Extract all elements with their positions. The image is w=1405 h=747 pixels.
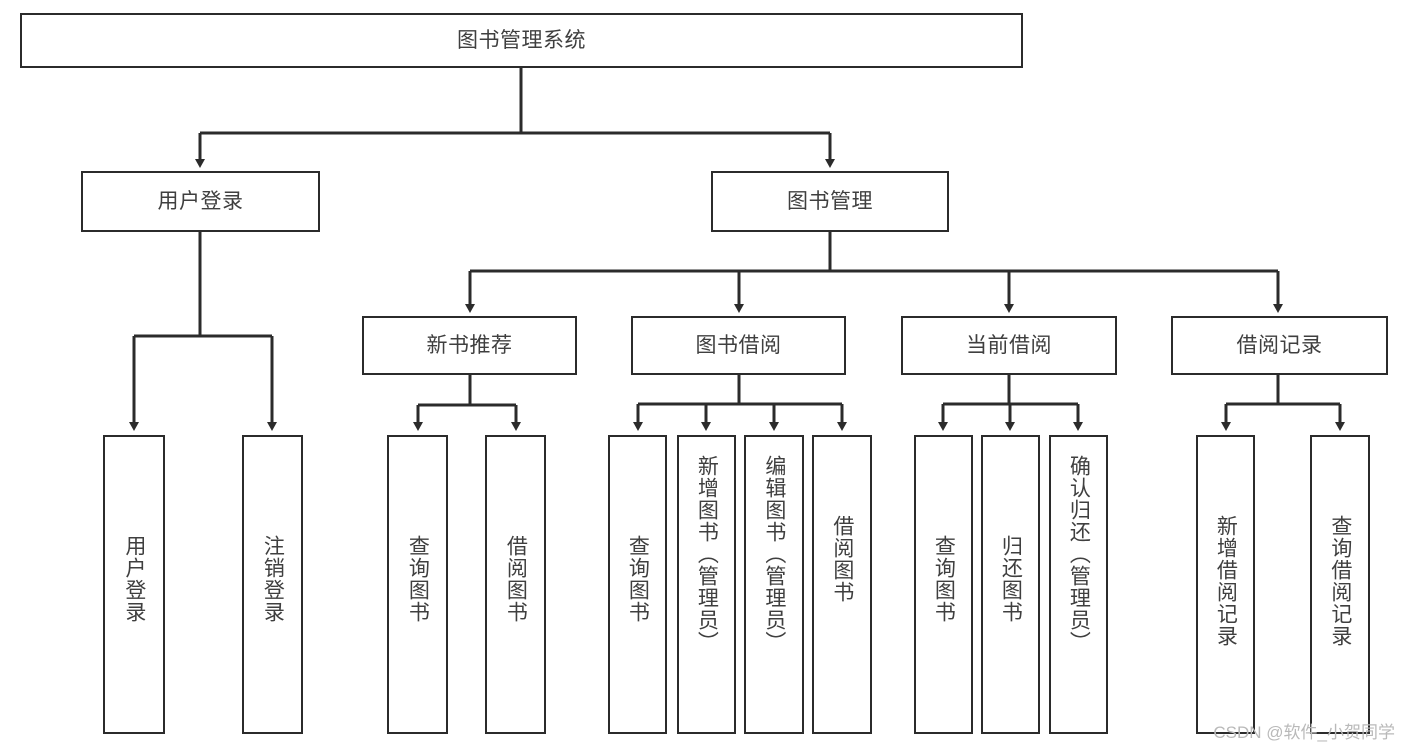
node-leaf-query-book-3[interactable]: 查询图书 bbox=[914, 435, 973, 734]
node-book-manage-label: 图书管理 bbox=[787, 189, 873, 213]
node-book-borrow-label: 图书借阅 bbox=[695, 333, 782, 357]
node-leaf-query-borrow-record-label: 查询借阅记录 bbox=[1328, 515, 1352, 647]
node-leaf-return-book-label: 归还图书 bbox=[999, 535, 1023, 623]
node-leaf-confirm-return[interactable]: 确认归还（管理员） bbox=[1049, 435, 1108, 734]
node-leaf-borrow-book-2[interactable]: 借阅图书 bbox=[812, 435, 872, 734]
node-leaf-return-book[interactable]: 归还图书 bbox=[981, 435, 1040, 734]
node-leaf-edit-book-label: 编辑图书（管理员） bbox=[762, 455, 786, 653]
node-borrow-record-label: 借阅记录 bbox=[1236, 333, 1323, 357]
node-leaf-query-book-3-label: 查询图书 bbox=[932, 535, 956, 623]
node-current-borrow[interactable]: 当前借阅 bbox=[901, 316, 1117, 375]
node-leaf-confirm-return-label: 确认归还（管理员） bbox=[1067, 455, 1091, 653]
node-leaf-logout-label: 注销登录 bbox=[261, 535, 285, 623]
node-leaf-add-book[interactable]: 新增图书（管理员） bbox=[677, 435, 736, 734]
node-leaf-user-login-label: 用户登录 bbox=[122, 535, 146, 623]
node-leaf-query-book-2[interactable]: 查询图书 bbox=[608, 435, 667, 734]
node-leaf-query-book-2-label: 查询图书 bbox=[626, 535, 650, 623]
node-user-login-label: 用户登录 bbox=[157, 189, 244, 213]
node-leaf-query-book-1-label: 查询图书 bbox=[406, 535, 430, 623]
node-leaf-borrow-book-1-label: 借阅图书 bbox=[504, 535, 528, 623]
node-leaf-user-login[interactable]: 用户登录 bbox=[103, 435, 165, 734]
node-book-borrow[interactable]: 图书借阅 bbox=[631, 316, 846, 375]
node-book-manage[interactable]: 图书管理 bbox=[711, 171, 949, 232]
node-leaf-query-borrow-record[interactable]: 查询借阅记录 bbox=[1310, 435, 1370, 734]
node-borrow-record[interactable]: 借阅记录 bbox=[1171, 316, 1388, 375]
node-leaf-logout[interactable]: 注销登录 bbox=[242, 435, 303, 734]
node-root-label: 图书管理系统 bbox=[457, 28, 586, 52]
node-leaf-add-borrow-record-label: 新增借阅记录 bbox=[1214, 515, 1238, 647]
node-current-borrow-label: 当前借阅 bbox=[966, 333, 1052, 357]
node-new-book-recommend[interactable]: 新书推荐 bbox=[362, 316, 577, 375]
node-leaf-borrow-book-1[interactable]: 借阅图书 bbox=[485, 435, 546, 734]
node-new-book-recommend-label: 新书推荐 bbox=[426, 333, 513, 357]
node-leaf-edit-book[interactable]: 编辑图书（管理员） bbox=[744, 435, 804, 734]
node-leaf-add-book-label: 新增图书（管理员） bbox=[695, 455, 719, 653]
node-leaf-query-book-1[interactable]: 查询图书 bbox=[387, 435, 448, 734]
node-leaf-add-borrow-record[interactable]: 新增借阅记录 bbox=[1196, 435, 1255, 734]
node-leaf-borrow-book-2-label: 借阅图书 bbox=[830, 515, 854, 603]
node-root[interactable]: 图书管理系统 bbox=[20, 13, 1023, 68]
node-user-login[interactable]: 用户登录 bbox=[81, 171, 320, 232]
csdn-watermark: CSDN @软件_小贺同学 bbox=[1213, 723, 1395, 742]
